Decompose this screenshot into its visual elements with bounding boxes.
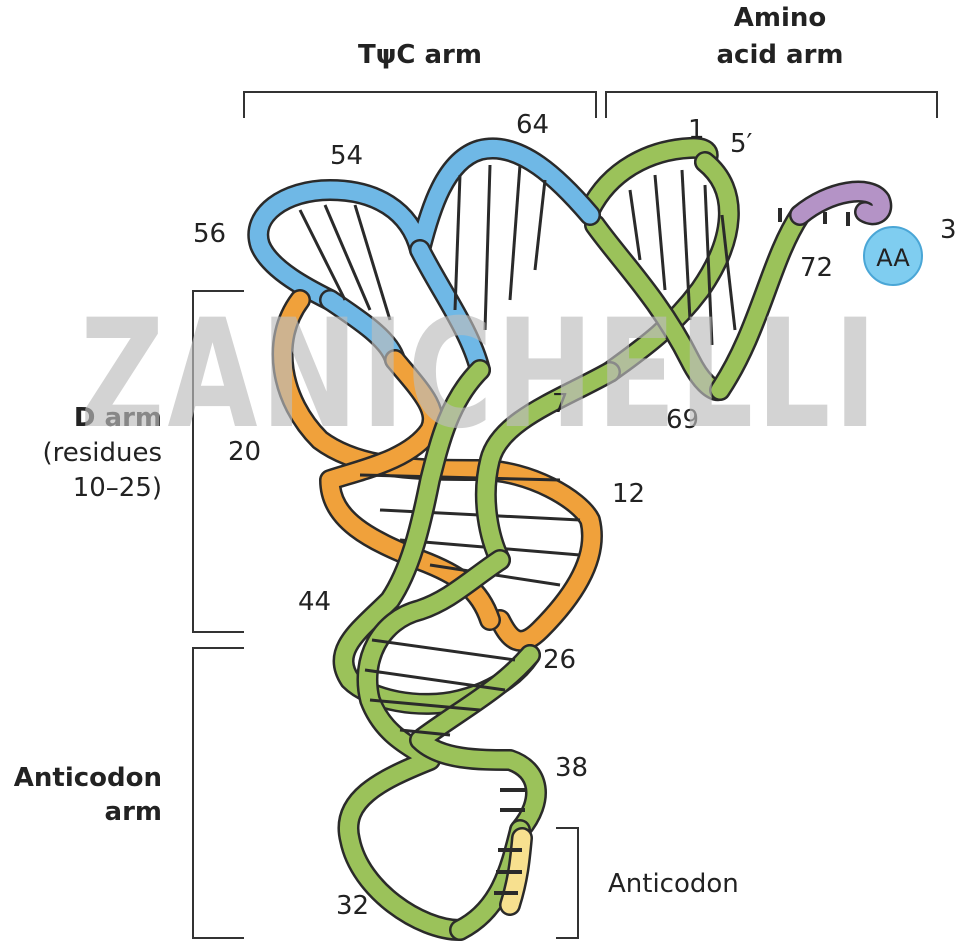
- bracket-anticodon-arm: [193, 648, 244, 938]
- label-d-arm-sub2: 10–25): [73, 473, 162, 503]
- residue-32: 32: [336, 891, 369, 921]
- residue-1: 1: [688, 115, 705, 145]
- label-anticodon: Anticodon: [608, 869, 739, 899]
- residue-72: 72: [800, 253, 833, 283]
- residue-44: 44: [298, 587, 331, 617]
- label-anticodon-arm-line1: Anticodon: [14, 763, 162, 793]
- residue-26: 26: [543, 645, 576, 675]
- residue-64: 64: [516, 110, 549, 140]
- residue-38: 38: [555, 753, 588, 783]
- residue-56: 56: [193, 219, 226, 249]
- bracket-amino-acid-arm: [606, 92, 937, 118]
- residue-12: 12: [612, 479, 645, 509]
- label-anticodon-arm-line2: arm: [105, 797, 162, 827]
- anticodon-loop: [460, 790, 525, 930]
- terminal-cca: [780, 192, 881, 226]
- amino-acid-badge: AA: [864, 227, 922, 285]
- label-amino-line2: acid arm: [717, 40, 844, 70]
- label-amino-line1: Amino: [734, 3, 827, 33]
- bracket-anticodon: [556, 828, 578, 938]
- label-tpsic-arm: TψC arm: [358, 40, 482, 70]
- residue-3-prime: 3′: [940, 215, 957, 245]
- watermark: ZANICHELLI: [80, 288, 880, 462]
- residue-5-prime: 5′: [730, 129, 753, 159]
- svg-text:AA: AA: [876, 244, 910, 272]
- residue-54: 54: [330, 141, 363, 171]
